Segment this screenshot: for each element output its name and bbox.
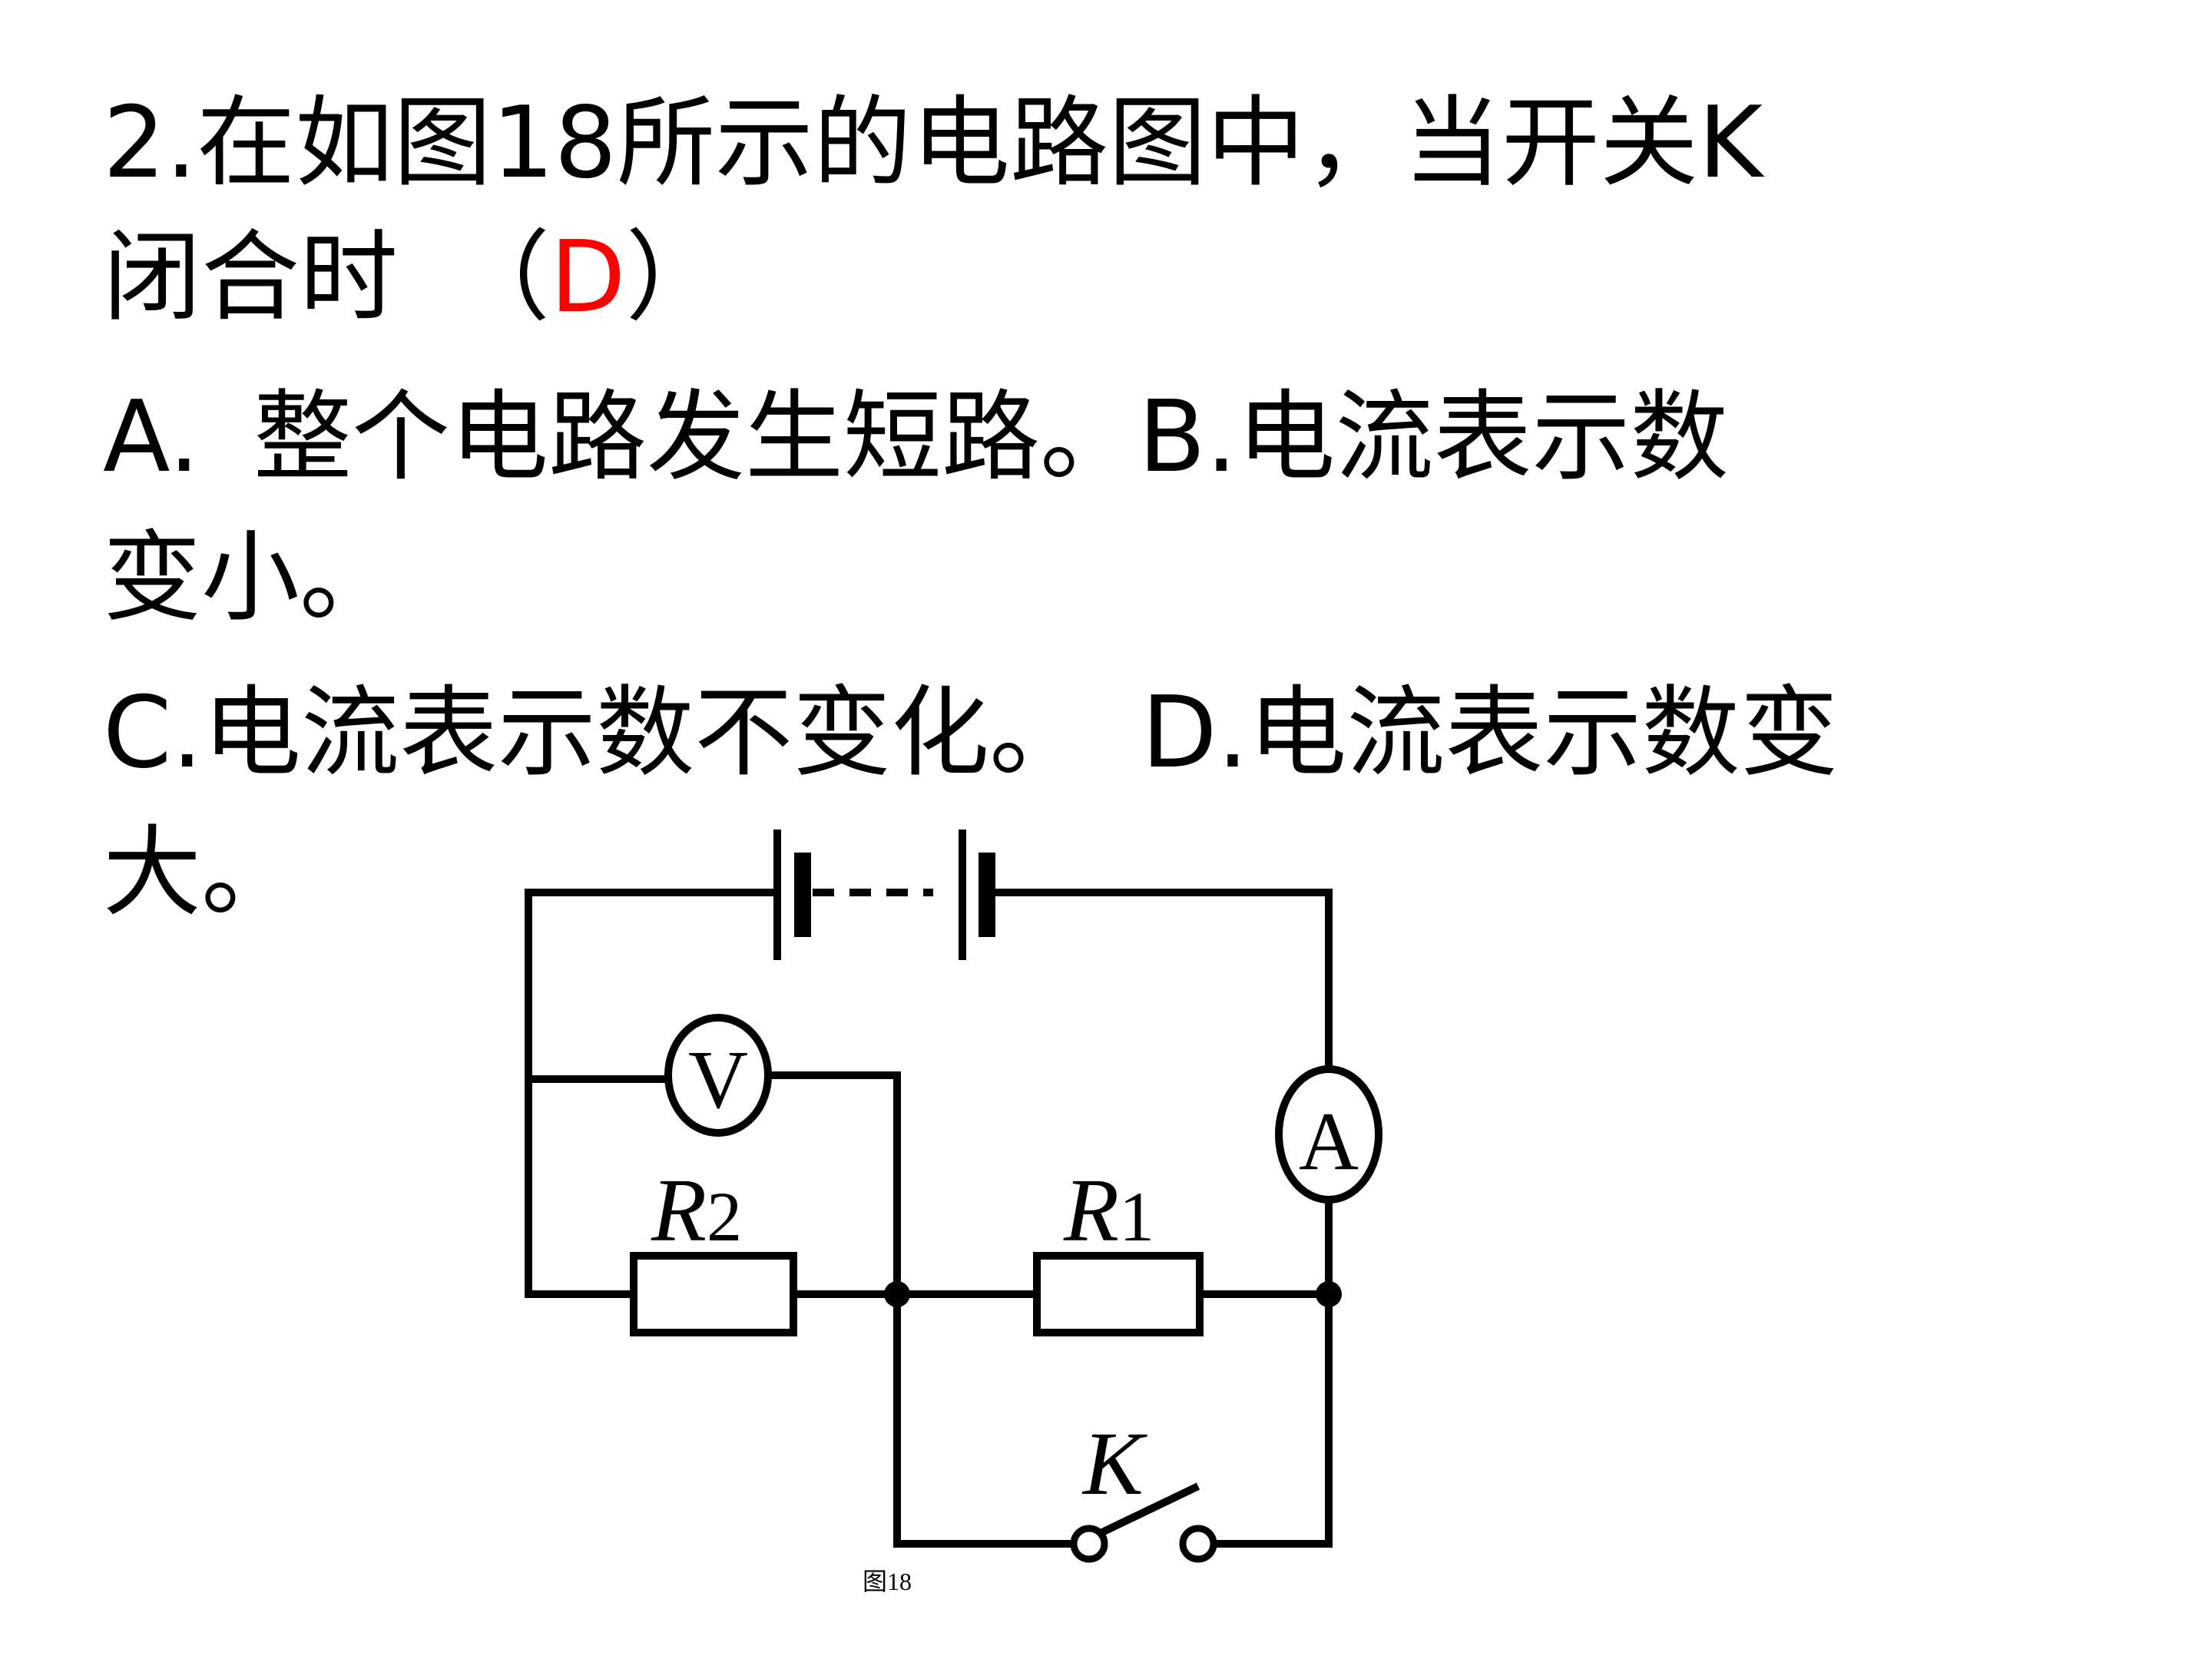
question-closing-text: 闭合时 xyxy=(103,220,399,335)
answer-value: D xyxy=(550,220,626,335)
option-a-label: A. xyxy=(103,380,200,495)
resistor-r1-icon xyxy=(1033,1252,1204,1336)
option-c-label: C. xyxy=(103,676,204,790)
switch-label: K xyxy=(1081,1413,1147,1514)
r2-letter: R xyxy=(651,1160,707,1260)
option-d-label: D. xyxy=(1141,676,1249,790)
junction-dot-left xyxy=(884,1281,910,1307)
option-b-text: 电流表示数 xyxy=(1237,380,1729,495)
r2-label: R2 xyxy=(651,1160,742,1260)
figure-caption: 图18 xyxy=(863,1568,912,1595)
option-b-label: B. xyxy=(1138,380,1237,495)
r1-letter: R xyxy=(1063,1160,1119,1260)
option-a-text: 整个电路发生短路。 xyxy=(253,380,1139,495)
r2-subscript: 2 xyxy=(707,1177,742,1256)
voltmeter-icon: V xyxy=(664,1014,772,1137)
option-c-text: 电流表示数不变化。 xyxy=(203,676,1088,790)
option-b-continued: 变小。 xyxy=(103,521,399,635)
switch-icon xyxy=(1070,1482,1217,1563)
answer-paren-close: ） xyxy=(625,220,724,335)
ammeter-label: A xyxy=(1299,1096,1359,1187)
battery-icon xyxy=(773,830,995,960)
junction-dot-right xyxy=(1316,1281,1342,1307)
ammeter-icon: A xyxy=(1275,1065,1382,1204)
options-line-cd: C.电流表示数不变化。 D.电流表示数变 xyxy=(103,676,1838,791)
resistor-r2-icon xyxy=(630,1252,797,1336)
answer-paren-open: （ xyxy=(452,220,551,335)
r1-label: R1 xyxy=(1063,1160,1154,1260)
option-d-continued: 大。 xyxy=(103,816,300,930)
voltmeter-label: V xyxy=(688,1035,748,1126)
options-line-ab: A. 整个电路发生短路。B.电流表示数 xyxy=(103,380,1729,495)
option-d-text: 电流表示数变 xyxy=(1248,676,1839,790)
question-line-2: 闭合时 （D） xyxy=(103,220,724,336)
question-line-1: 2.在如图18所示的电路图中，当开关K xyxy=(103,86,1763,200)
r1-subscript: 1 xyxy=(1119,1177,1154,1256)
